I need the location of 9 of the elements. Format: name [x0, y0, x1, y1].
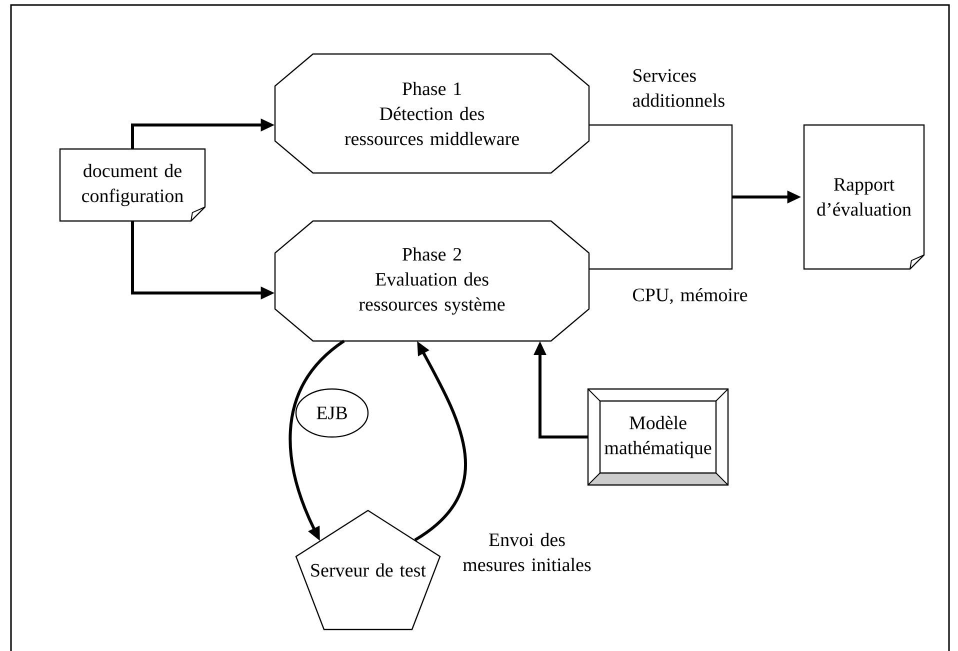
edge-label: Services additionnels: [632, 69, 724, 107]
connector-line: [589, 124, 733, 197]
bevel-box: Modèle mathématique: [587, 388, 729, 486]
edge-label: Envoi des mesures initiales: [463, 532, 591, 572]
process-octagon: Phase 2 Evaluation des ressources système: [274, 220, 590, 342]
server-pentagon: Serveur de test: [295, 510, 441, 630]
process-octagon: Phase 1 Détection des ressources middleware: [274, 53, 590, 174]
edge-label: CPU, mémoire: [633, 288, 748, 304]
connector-line: [589, 197, 733, 270]
